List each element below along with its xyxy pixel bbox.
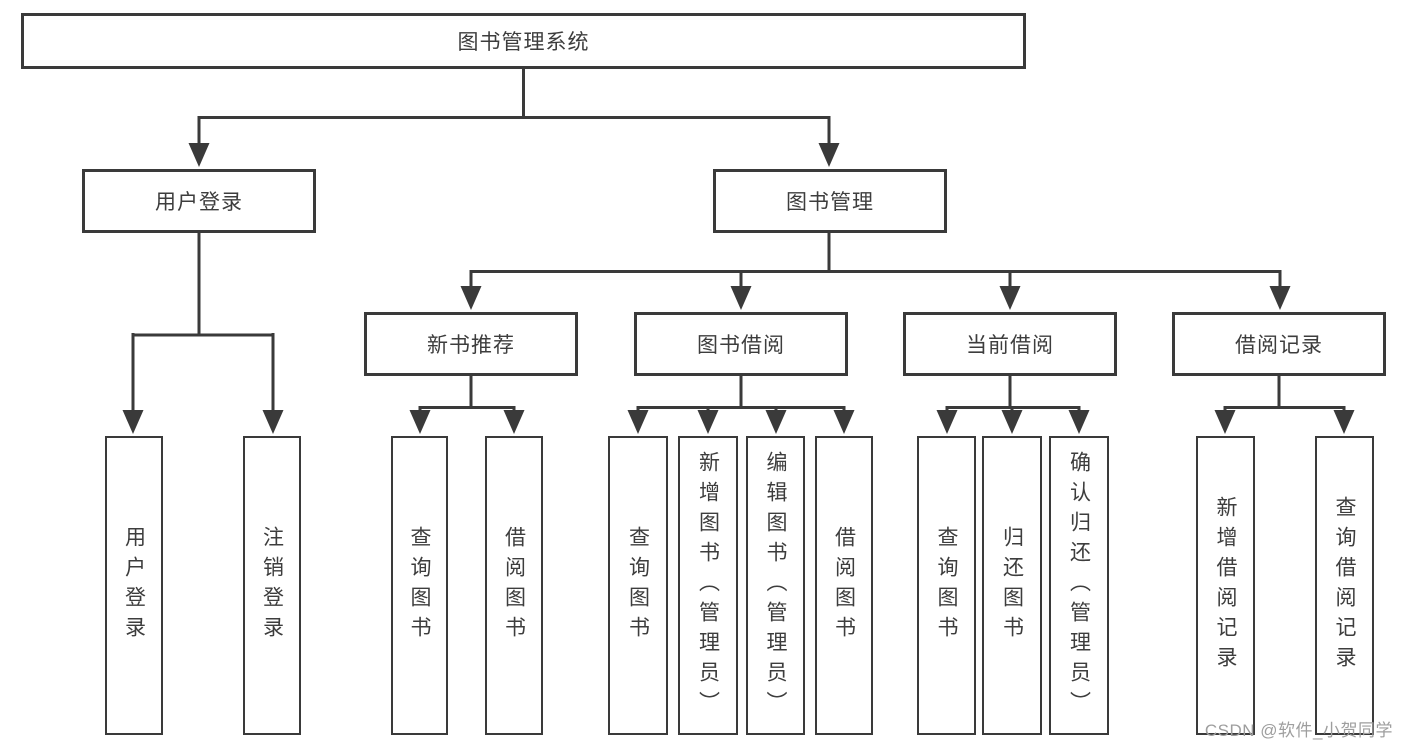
leaf-query-borrow-record-label: 查询借阅记录 [1333,495,1356,676]
leaf-return-book-label: 归还图书 [1000,525,1024,646]
leaf-borrow-books-recommend-label: 借阅图书 [502,525,526,646]
leaf-query-borrow-record: 查询借阅记录 [1315,436,1374,735]
connector-root-level2 [197,69,831,150]
leaf-edit-book-admin-label: 编辑图书（管理员） [764,450,787,721]
connector-records-leaves [1223,376,1346,417]
leaf-add-book-admin-label: 新增图书（管理员） [696,450,720,721]
leaf-query-books-current: 查询图书 [917,436,976,735]
node-borrow-records: 借阅记录 [1172,312,1386,376]
leaf-user-login: 用户登录 [105,436,163,735]
leaf-add-borrow-record-label: 新增借阅记录 [1214,495,1237,676]
csdn-watermark: CSDN @软件_小贺同学 [1204,721,1393,740]
leaf-borrow-books-recommend: 借阅图书 [485,436,543,735]
leaf-borrow-books-label: 借阅图书 [832,525,856,646]
node-current-borrow-label: 当前借阅 [966,334,1054,357]
node-current-borrow: 当前借阅 [903,312,1117,376]
node-book-management-label: 图书管理 [786,191,874,214]
connector-borrow-leaves [636,376,846,417]
leaf-query-books-borrow-label: 查询图书 [626,525,650,646]
node-book-borrow: 图书借阅 [634,312,848,376]
node-root: 图书管理系统 [21,13,1026,69]
leaf-confirm-return-admin: 确认归还（管理员） [1049,436,1109,735]
arrowheads [122,143,1355,434]
leaf-logout: 注销登录 [243,436,301,735]
connector-userlogin-leaves [131,233,275,417]
connector-bookmgmt-level3 [469,233,1282,293]
leaf-return-book: 归还图书 [982,436,1042,735]
node-user-login: 用户登录 [82,169,316,233]
node-new-book-recommend-label: 新书推荐 [427,334,515,357]
leaf-query-books-current-label: 查询图书 [935,525,958,646]
leaf-add-book-admin: 新增图书（管理员） [678,436,738,735]
leaf-query-books-recommend-label: 查询图书 [408,525,431,646]
node-root-label: 图书管理系统 [457,31,590,54]
leaf-add-borrow-record: 新增借阅记录 [1196,436,1255,735]
node-new-book-recommend: 新书推荐 [364,312,578,376]
leaf-query-books-borrow: 查询图书 [608,436,668,735]
node-user-login-label: 用户登录 [155,191,243,214]
node-book-management: 图书管理 [713,169,947,233]
leaf-user-login-label: 用户登录 [122,525,146,646]
leaf-query-books-recommend: 查询图书 [391,436,448,735]
node-book-borrow-label: 图书借阅 [697,334,785,357]
connector-newbook-leaves [418,376,516,417]
leaf-confirm-return-admin-label: 确认归还（管理员） [1067,450,1091,721]
leaf-logout-label: 注销登录 [260,525,284,646]
leaf-edit-book-admin: 编辑图书（管理员） [746,436,805,735]
node-borrow-records-label: 借阅记录 [1235,334,1323,357]
leaf-borrow-books: 借阅图书 [815,436,873,735]
